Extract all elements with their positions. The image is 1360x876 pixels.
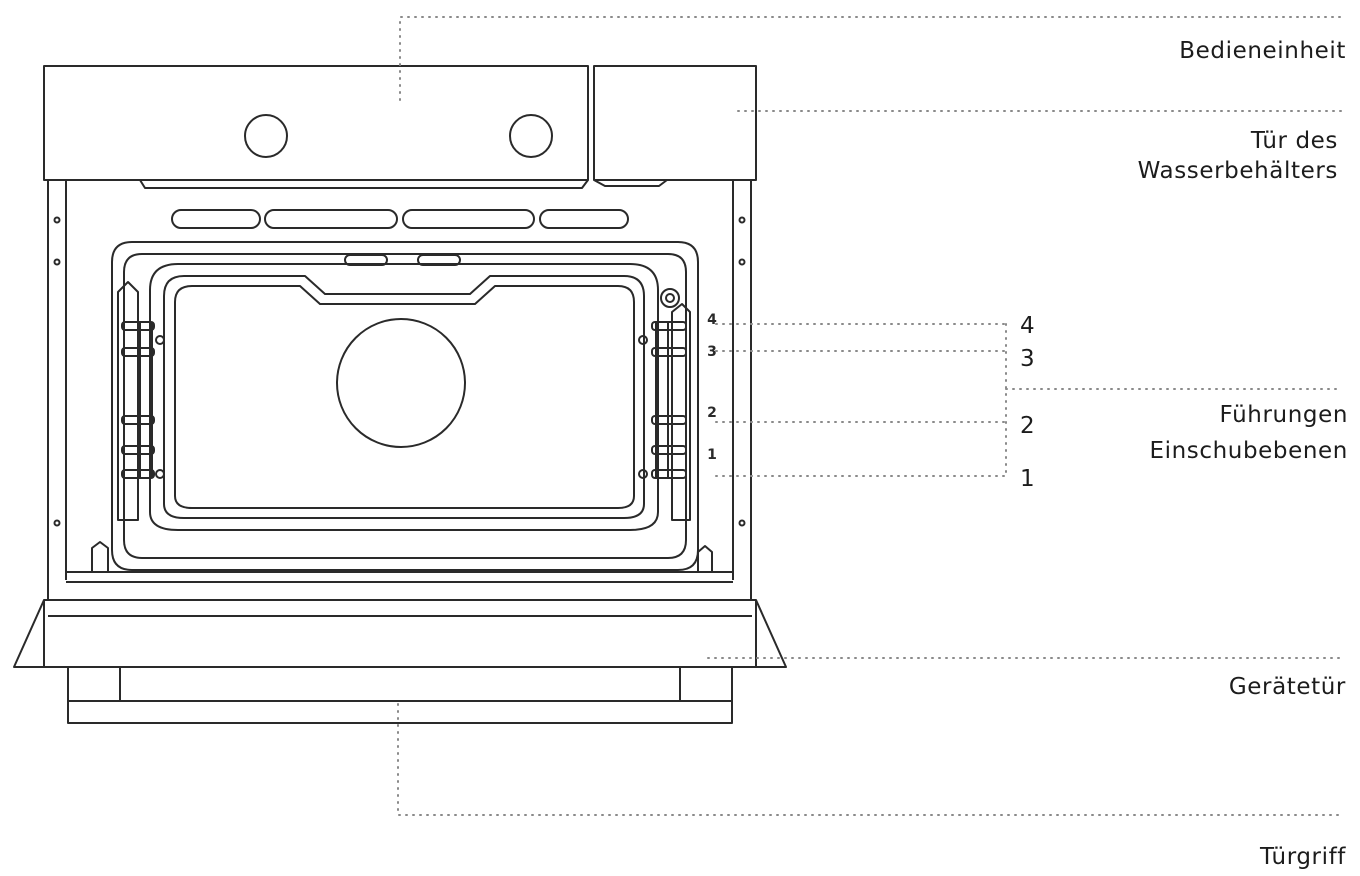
label-level-1: 1 — [1020, 466, 1036, 492]
label-rails-line1: Führungen — [1219, 402, 1348, 428]
control-panel — [43, 65, 589, 189]
fan-cover — [336, 318, 466, 448]
label-level-2: 2 — [1020, 413, 1036, 439]
rail-marking-4: 4 — [707, 312, 717, 328]
left-shelf-rails — [117, 281, 165, 521]
leader-control-unit — [399, 16, 1343, 101]
right-shelf-rails — [638, 303, 691, 521]
rail-marking-1: 1 — [707, 447, 717, 463]
vent-slots — [171, 209, 629, 229]
right-knob — [509, 114, 553, 158]
left-knob — [244, 114, 288, 158]
rail-level-markings: 4 3 2 1 — [707, 312, 717, 463]
label-level-4: 4 — [1020, 313, 1036, 339]
label-water-tank-door-line2: Wasserbehälters — [1137, 158, 1338, 184]
leader-lines — [397, 16, 1343, 816]
label-rails-line2: Einschubebenen — [1149, 438, 1348, 464]
label-water-tank-door-line1: Tür des — [1250, 128, 1338, 154]
rail-marking-3: 3 — [707, 344, 717, 360]
door-hinges — [66, 541, 733, 583]
oven-cavity — [111, 241, 699, 571]
label-appliance-door: Gerätetür — [1228, 674, 1346, 700]
rail-marking-2: 2 — [707, 405, 717, 421]
oven-housing — [47, 180, 752, 600]
label-level-3: 3 — [1020, 346, 1036, 372]
leader-door-handle — [397, 703, 1343, 816]
water-tank-door — [593, 65, 757, 187]
label-door-handle: Türgriff — [1260, 844, 1346, 870]
label-control-unit: Bedieneinheit — [1179, 38, 1346, 64]
door-handle — [67, 666, 733, 724]
appliance-door — [13, 599, 787, 668]
